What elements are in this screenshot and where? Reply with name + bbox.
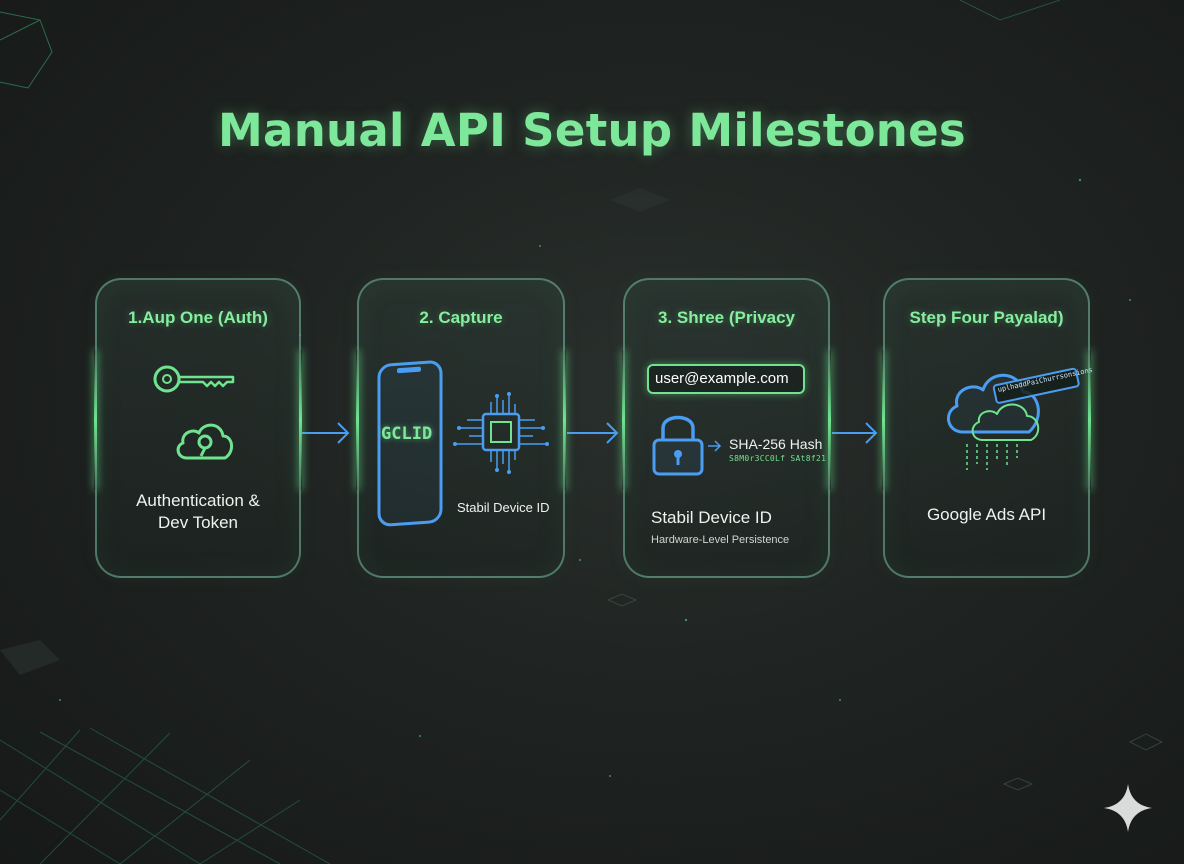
card-subtext: Hardware-Level Persistence <box>651 534 790 546</box>
card-title: 1.Aup One (Auth) <box>128 308 268 327</box>
page-title: Manual API Setup Milestones <box>217 104 967 157</box>
device-id-label: Stabil Device ID <box>457 500 550 515</box>
cloud-upload-icon <box>947 367 1080 470</box>
phone-icon <box>377 360 443 527</box>
card-description: Authentication & Dev Token <box>97 490 299 534</box>
hash-label: SHA-256 Hash <box>729 436 823 452</box>
arrow-right-icon <box>567 422 619 444</box>
card-title: 3. Shree (Privacy <box>657 308 796 327</box>
milestone-card-capture: 2. Capture GCLID Stabil Device ID <box>356 278 566 578</box>
card-description-line: Dev Token <box>157 513 238 532</box>
cloud-lock-icon <box>176 423 233 460</box>
milestone-card-payload: Step Four Payalad) uplhaddPaiChurrsonsio… <box>882 278 1093 578</box>
card-description-line: Authentication & <box>136 491 260 510</box>
hash-value: S8M0r3CC0Lf SAt8f21 <box>729 454 827 463</box>
sparkle-icon <box>1104 784 1152 832</box>
gclid-label: GCLID <box>381 424 433 444</box>
card-title: 2. Capture <box>419 308 503 327</box>
arrow-right-icon <box>302 422 350 444</box>
milestone-card-privacy: 3. Shree (Privacy user@example.com SHA-2… <box>622 278 831 578</box>
key-icon <box>153 365 235 393</box>
card-title: Step Four Payalad) <box>909 308 1064 327</box>
email-field[interactable]: user@example.com <box>647 364 805 394</box>
card-description: Stabil Device ID <box>651 508 772 527</box>
padlock-icon <box>652 415 704 476</box>
chevron-right-icon <box>708 440 722 452</box>
chip-icon <box>453 392 549 474</box>
arrow-right-icon <box>832 422 878 444</box>
card-description: Google Ads API <box>926 505 1047 524</box>
milestone-card-auth: 1.Aup One (Auth) Authentication & Dev To… <box>94 278 302 578</box>
